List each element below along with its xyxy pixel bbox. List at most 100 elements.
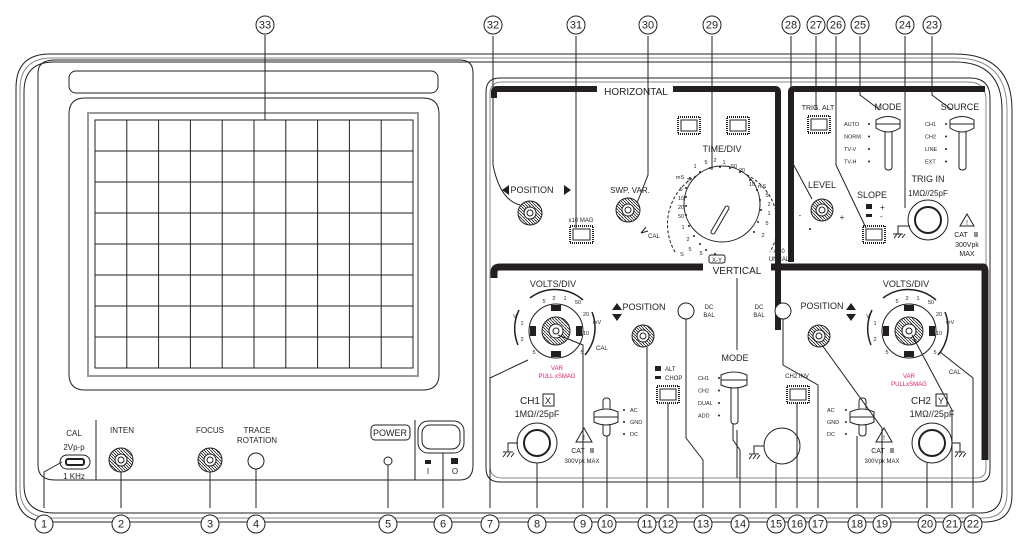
trig-cat-label: CAT xyxy=(954,232,968,239)
callout-circle xyxy=(917,514,937,534)
focus-label: FOCUS xyxy=(196,426,224,435)
callout-circle xyxy=(730,514,750,534)
level-plus: + xyxy=(840,213,845,222)
time-scale-tick xyxy=(739,171,741,173)
trace-rotation-label-2: ROTATION xyxy=(237,436,277,445)
vertical-mode-option-dot xyxy=(718,389,720,392)
trigger-source-option-dot xyxy=(945,148,947,150)
ch2-volts-scale-top: 50 xyxy=(928,300,934,306)
time-scale-tick xyxy=(760,209,762,211)
trig-in-impedance: 1MΩ//25pF xyxy=(908,189,948,198)
arrow-down-icon xyxy=(612,314,622,321)
callout-circle xyxy=(702,15,722,35)
cal-output[interactable]: CAL 2Vp-p 1 KHz xyxy=(59,429,91,481)
sweep-variable-knob[interactable]: SWP. VAR. CAL xyxy=(610,186,660,240)
ch2-cat-label: CAT xyxy=(871,448,885,455)
trigger-source-option-dot xyxy=(945,135,947,138)
time-div-buttons[interactable] xyxy=(677,116,750,135)
callout-number: 18 xyxy=(851,519,863,531)
time-scale-tick xyxy=(753,231,755,233)
vertical-mode-option-dot xyxy=(718,377,720,379)
trig-in-connector[interactable]: TRIG IN 1MΩ//25pF xyxy=(893,174,949,241)
time-scale-left: mS xyxy=(676,175,685,181)
ch2-inv-button[interactable]: CH2 INV xyxy=(785,374,810,404)
trigger-mode-label: MODE xyxy=(875,102,902,112)
ch1-cat-warning: ! CAT II 300Vpk MAX xyxy=(564,426,600,465)
callout-number: 15 xyxy=(770,519,782,531)
time-scale-left: 5 xyxy=(688,247,691,253)
time-scale-top: 20 xyxy=(739,168,745,174)
alt-chop-button[interactable]: ALT CHOP xyxy=(655,366,682,404)
power-switch[interactable]: I O xyxy=(417,420,465,476)
cal-voltage: 2Vp-p xyxy=(63,443,85,452)
h-position-knob[interactable]: POSITION xyxy=(502,185,571,226)
callout-number: 19 xyxy=(876,519,888,531)
callout-number: 29 xyxy=(706,20,718,32)
ch1-volts-div-label: VOLTS/DIV xyxy=(530,279,576,289)
ch2-input[interactable]: CH2 Y 1MΩ//25pF xyxy=(910,393,967,464)
ch1-volts-scale-right: mV xyxy=(593,320,602,326)
time-scale-right: 1 xyxy=(767,211,770,217)
callout-circle xyxy=(638,15,658,35)
vertical-mode-option-dot xyxy=(718,414,720,417)
ch2-label: CH2 xyxy=(911,396,931,407)
slope-minus: - xyxy=(880,212,883,221)
trigger-mode-option: AUTO xyxy=(844,122,860,128)
ch2-dc-bal[interactable]: DC BAL xyxy=(753,302,792,320)
ch2-volts-scale-right: 5 xyxy=(933,350,936,356)
callout-number: 6 xyxy=(440,519,446,531)
time-scale-top: 2 xyxy=(713,158,716,164)
callout-circle xyxy=(963,514,983,534)
ch2-position-knob[interactable]: POSITION xyxy=(800,301,856,348)
ch1-input[interactable]: CH1 X 1MΩ//25pF xyxy=(502,393,560,464)
trigger-level-knob[interactable]: LEVEL - + xyxy=(799,180,845,230)
ch2-coupling-option: DC xyxy=(827,432,835,438)
ch1-dc-bal[interactable]: DC BAL xyxy=(677,302,715,320)
ch1-cat-level: II xyxy=(590,448,594,455)
time-scale-top: mS xyxy=(758,184,767,190)
power-on-label: I xyxy=(427,467,429,476)
trace-rotation-label-1: TRACE xyxy=(243,426,270,435)
time-scale-tick xyxy=(699,171,701,173)
h-position-label: POSITION xyxy=(510,185,553,195)
ground-terminal[interactable] xyxy=(748,427,801,465)
ch1-position-knob[interactable]: POSITION xyxy=(612,302,666,348)
slope-button[interactable]: SLOPE + - xyxy=(857,190,887,244)
vertical-mode-label: MODE xyxy=(722,353,749,363)
ch2-coupling-option-dot xyxy=(845,409,847,411)
vertical-mode-option: ADD xyxy=(698,414,710,420)
callout-number: 3 xyxy=(207,519,213,531)
trace-rotation-pot[interactable]: TRACE ROTATION xyxy=(237,426,277,470)
ch2-volts-scale-left: 1 xyxy=(873,321,876,327)
arrow-up-icon xyxy=(846,303,856,310)
trig-cat-level: II xyxy=(974,232,978,239)
callout-circle xyxy=(872,514,892,534)
callout-number: 26 xyxy=(830,20,842,32)
time-scale-left: 2 xyxy=(686,178,689,184)
x10-label: x 10 xyxy=(773,249,785,255)
trig-alt-button[interactable]: TRIG. ALT xyxy=(802,105,835,134)
housing xyxy=(15,53,1013,523)
x10-mag-button[interactable]: x10 MAG xyxy=(568,218,594,244)
time-scale-top: 1 xyxy=(722,160,725,166)
focus-knob[interactable]: FOCUS xyxy=(196,426,224,473)
inten-knob[interactable]: INTEN xyxy=(108,426,134,473)
alt-label: ALT xyxy=(665,367,676,373)
time-scale-top: 10 xyxy=(749,182,755,188)
trig-cat-warning: ! CAT II 300Vpk MAX xyxy=(954,213,979,258)
callout-circle xyxy=(787,514,807,534)
callout-circle xyxy=(255,15,275,35)
ch2-coupling-option-dot xyxy=(845,421,847,423)
trigger-source-label: SOURCE xyxy=(941,102,980,112)
callout-number: 1 xyxy=(41,519,47,531)
callout-number: 24 xyxy=(899,20,911,32)
ch1-label: CH1 xyxy=(520,396,540,407)
